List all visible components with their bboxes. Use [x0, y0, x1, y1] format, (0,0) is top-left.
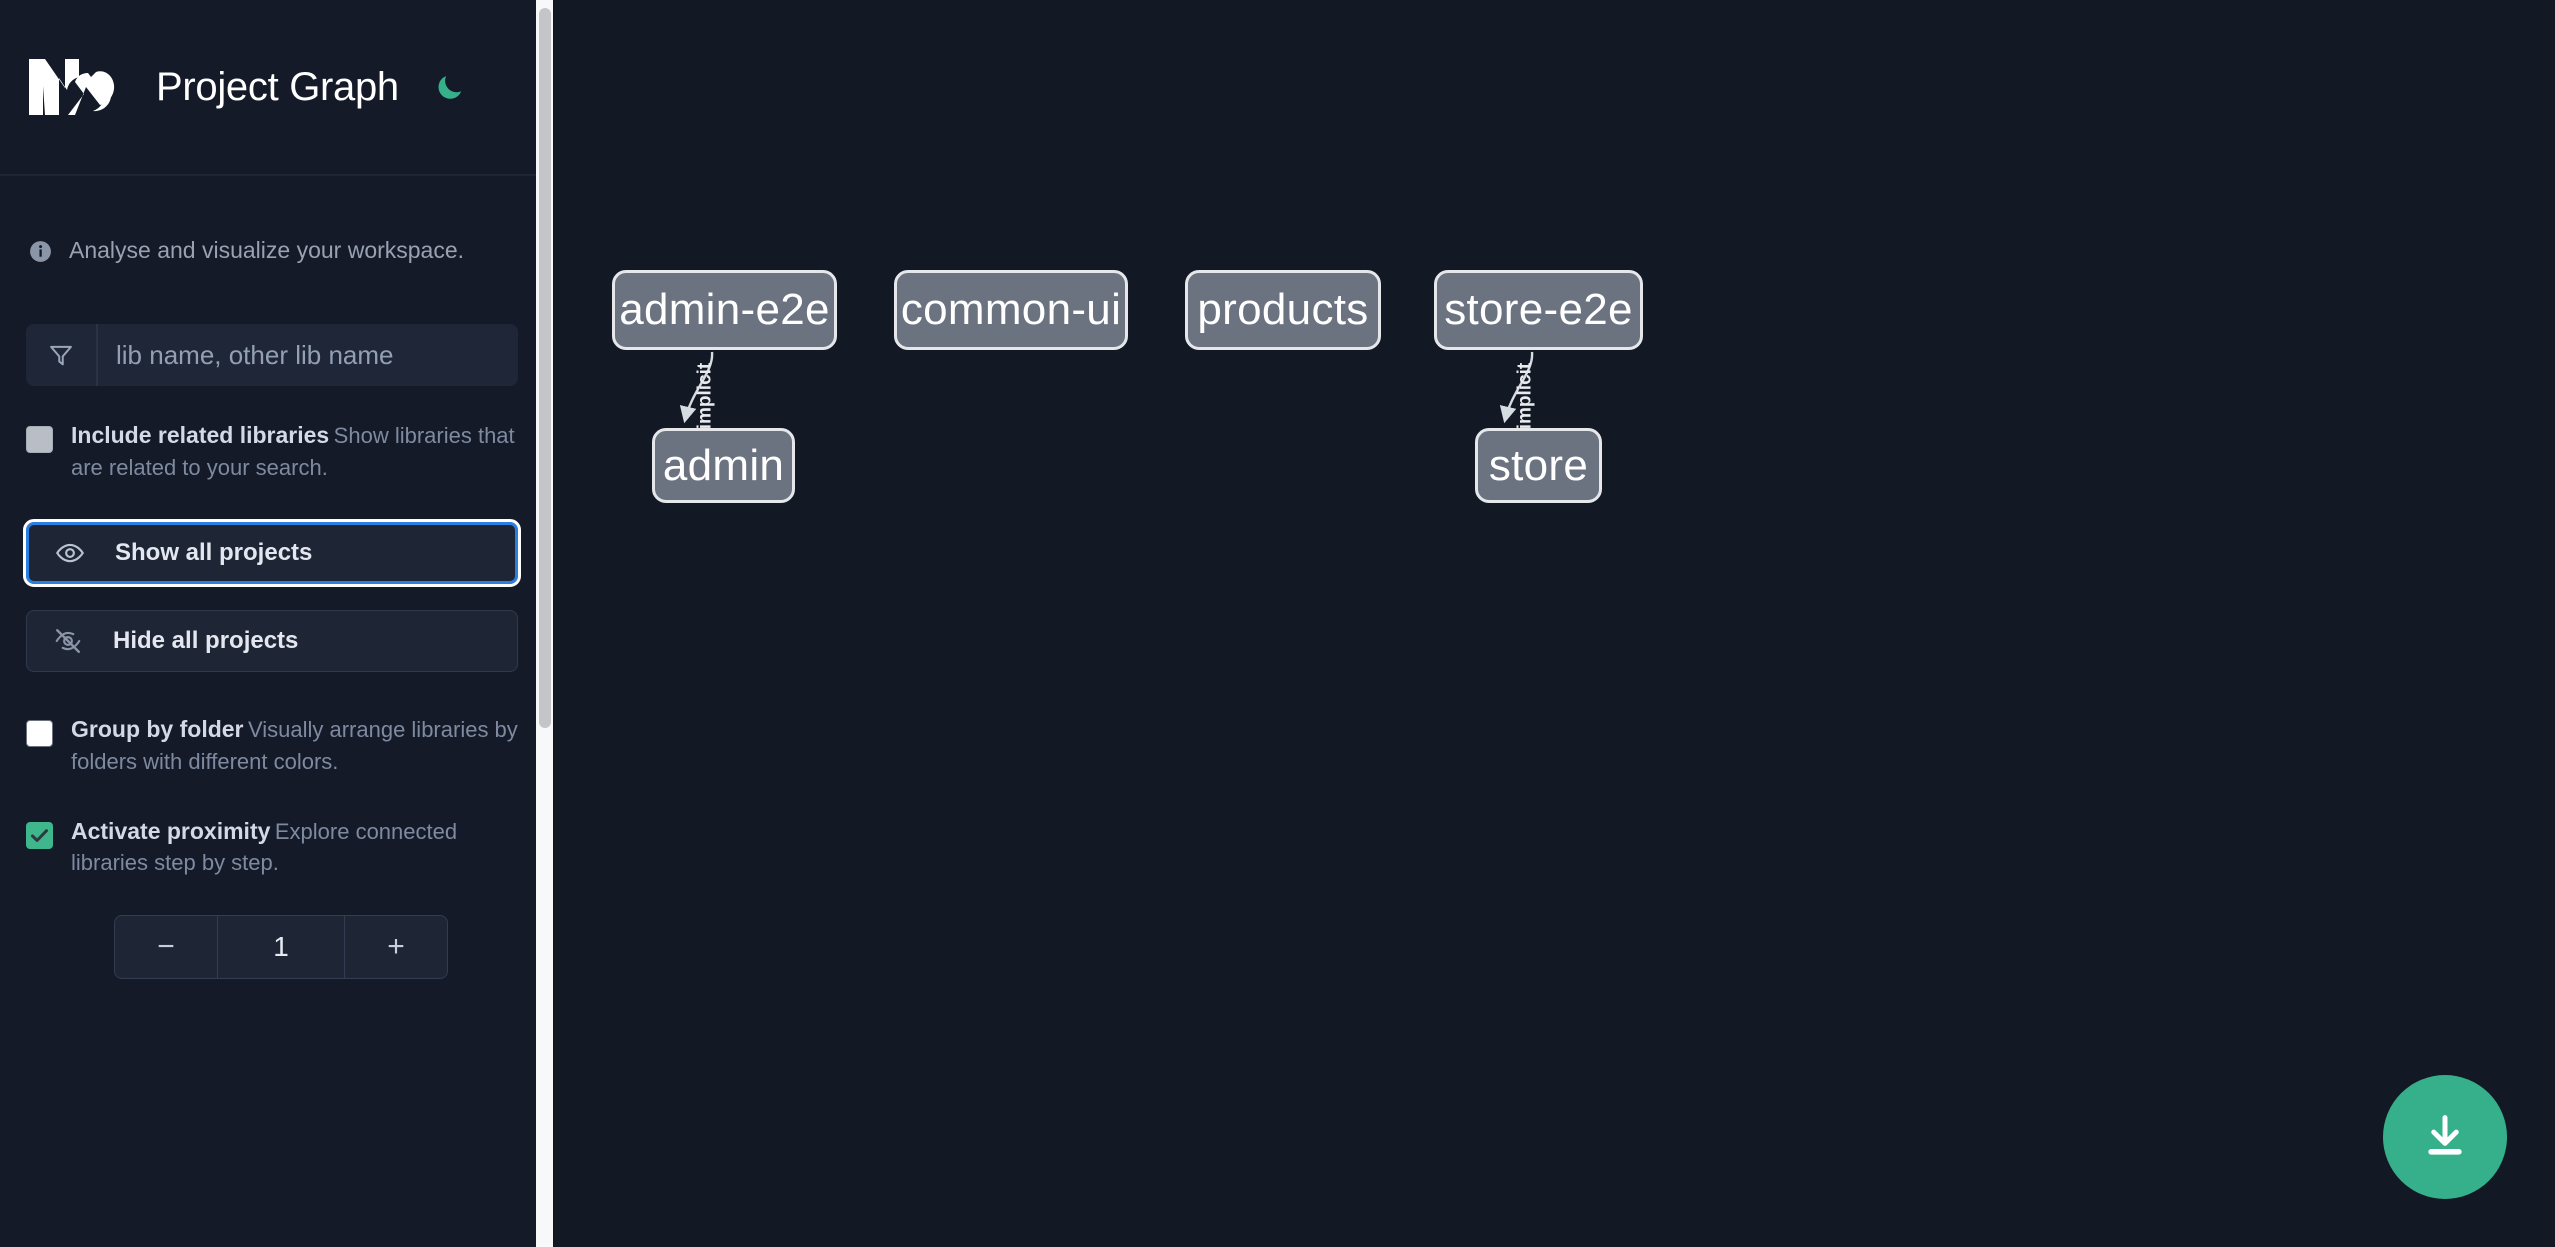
graph-node-store-e2e[interactable]: store-e2e	[1434, 270, 1643, 350]
download-icon	[2419, 1110, 2471, 1165]
hide-all-projects-button[interactable]: Hide all projects	[26, 609, 518, 672]
graph-canvas[interactable]: admin-e2e common-ui products store-e2e admin…	[554, 0, 2555, 1247]
workspace-description-text: Analyse and visualize your workspace.	[69, 237, 465, 264]
option-activate-proximity[interactable]: Activate proximity Explore connected lib…	[0, 816, 554, 880]
proximity-stepper-wrap: − 1 +	[0, 915, 554, 980]
proximity-decrement-button[interactable]: −	[115, 916, 217, 978]
option-text: Activate proximity Explore connected lib…	[71, 816, 518, 880]
hide-all-projects-label: Hide all projects	[113, 626, 299, 654]
proximity-value: 1	[217, 916, 345, 979]
sidebar-scrollbar-track[interactable]	[536, 0, 554, 1247]
graph-node-common-ui[interactable]: common-ui	[894, 270, 1128, 350]
search-section	[0, 280, 554, 386]
option-label: Group by folder	[71, 715, 244, 742]
nx-logo-icon	[26, 56, 122, 118]
option-include-related-libraries[interactable]: Include related libraries Show libraries…	[0, 420, 554, 484]
graph-layer: admin-e2e common-ui products store-e2e admin…	[554, 0, 2555, 1247]
graph-node-admin[interactable]: admin	[652, 428, 795, 503]
show-all-projects-label: Show all projects	[115, 538, 313, 566]
graph-edges	[679, 351, 1534, 424]
option-description: Show libraries that are related to your …	[71, 423, 515, 480]
search-input[interactable]	[98, 324, 518, 386]
option-description: Explore connected libraries step by step…	[71, 818, 458, 876]
group-by-folder-checkbox[interactable]	[26, 719, 53, 747]
workspace-description: Analyse and visualize your workspace.	[0, 176, 554, 280]
eye-icon	[55, 538, 93, 568]
edge-admin-e2e-admin	[679, 351, 714, 424]
edge-store-e2e-store	[1499, 351, 1534, 424]
info-icon	[28, 239, 53, 264]
graph-node-store[interactable]: store	[1475, 428, 1602, 503]
proximity-increment-button[interactable]: +	[345, 916, 447, 978]
page-title: Project Graph	[156, 64, 399, 109]
search-box[interactable]	[26, 324, 518, 386]
sidebar-header: Project Graph	[0, 0, 554, 176]
eye-off-icon	[53, 626, 91, 656]
option-description: Visually arrange libraries by folders wi…	[71, 716, 518, 774]
sidebar-divider	[553, 0, 554, 1247]
activate-proximity-checkbox[interactable]	[26, 821, 53, 849]
option-label: Include related libraries	[71, 422, 330, 448]
download-graph-button[interactable]	[2383, 1075, 2507, 1199]
option-group-by-folder[interactable]: Group by folder Visually arrange librari…	[0, 714, 554, 778]
graph-node-admin-e2e[interactable]: admin-e2e	[612, 270, 837, 350]
moon-icon[interactable]	[427, 64, 473, 110]
visibility-button-group: Show all projects Hide all projects	[0, 518, 554, 672]
sidebar: Project Graph Analyse and visualize yo	[0, 0, 554, 1247]
option-text: Group by folder Visually arrange librari…	[71, 714, 518, 778]
filter-funnel-icon[interactable]	[26, 324, 98, 386]
include-related-libraries-checkbox[interactable]	[26, 426, 53, 453]
sidebar-scrollbar-thumb[interactable]	[539, 8, 551, 728]
proximity-stepper: − 1 +	[114, 915, 448, 980]
option-text: Include related libraries Show libraries…	[71, 420, 518, 484]
option-label: Activate proximity	[71, 817, 271, 844]
graph-node-products[interactable]: products	[1185, 270, 1381, 350]
show-all-projects-button[interactable]: Show all projects	[23, 518, 521, 587]
